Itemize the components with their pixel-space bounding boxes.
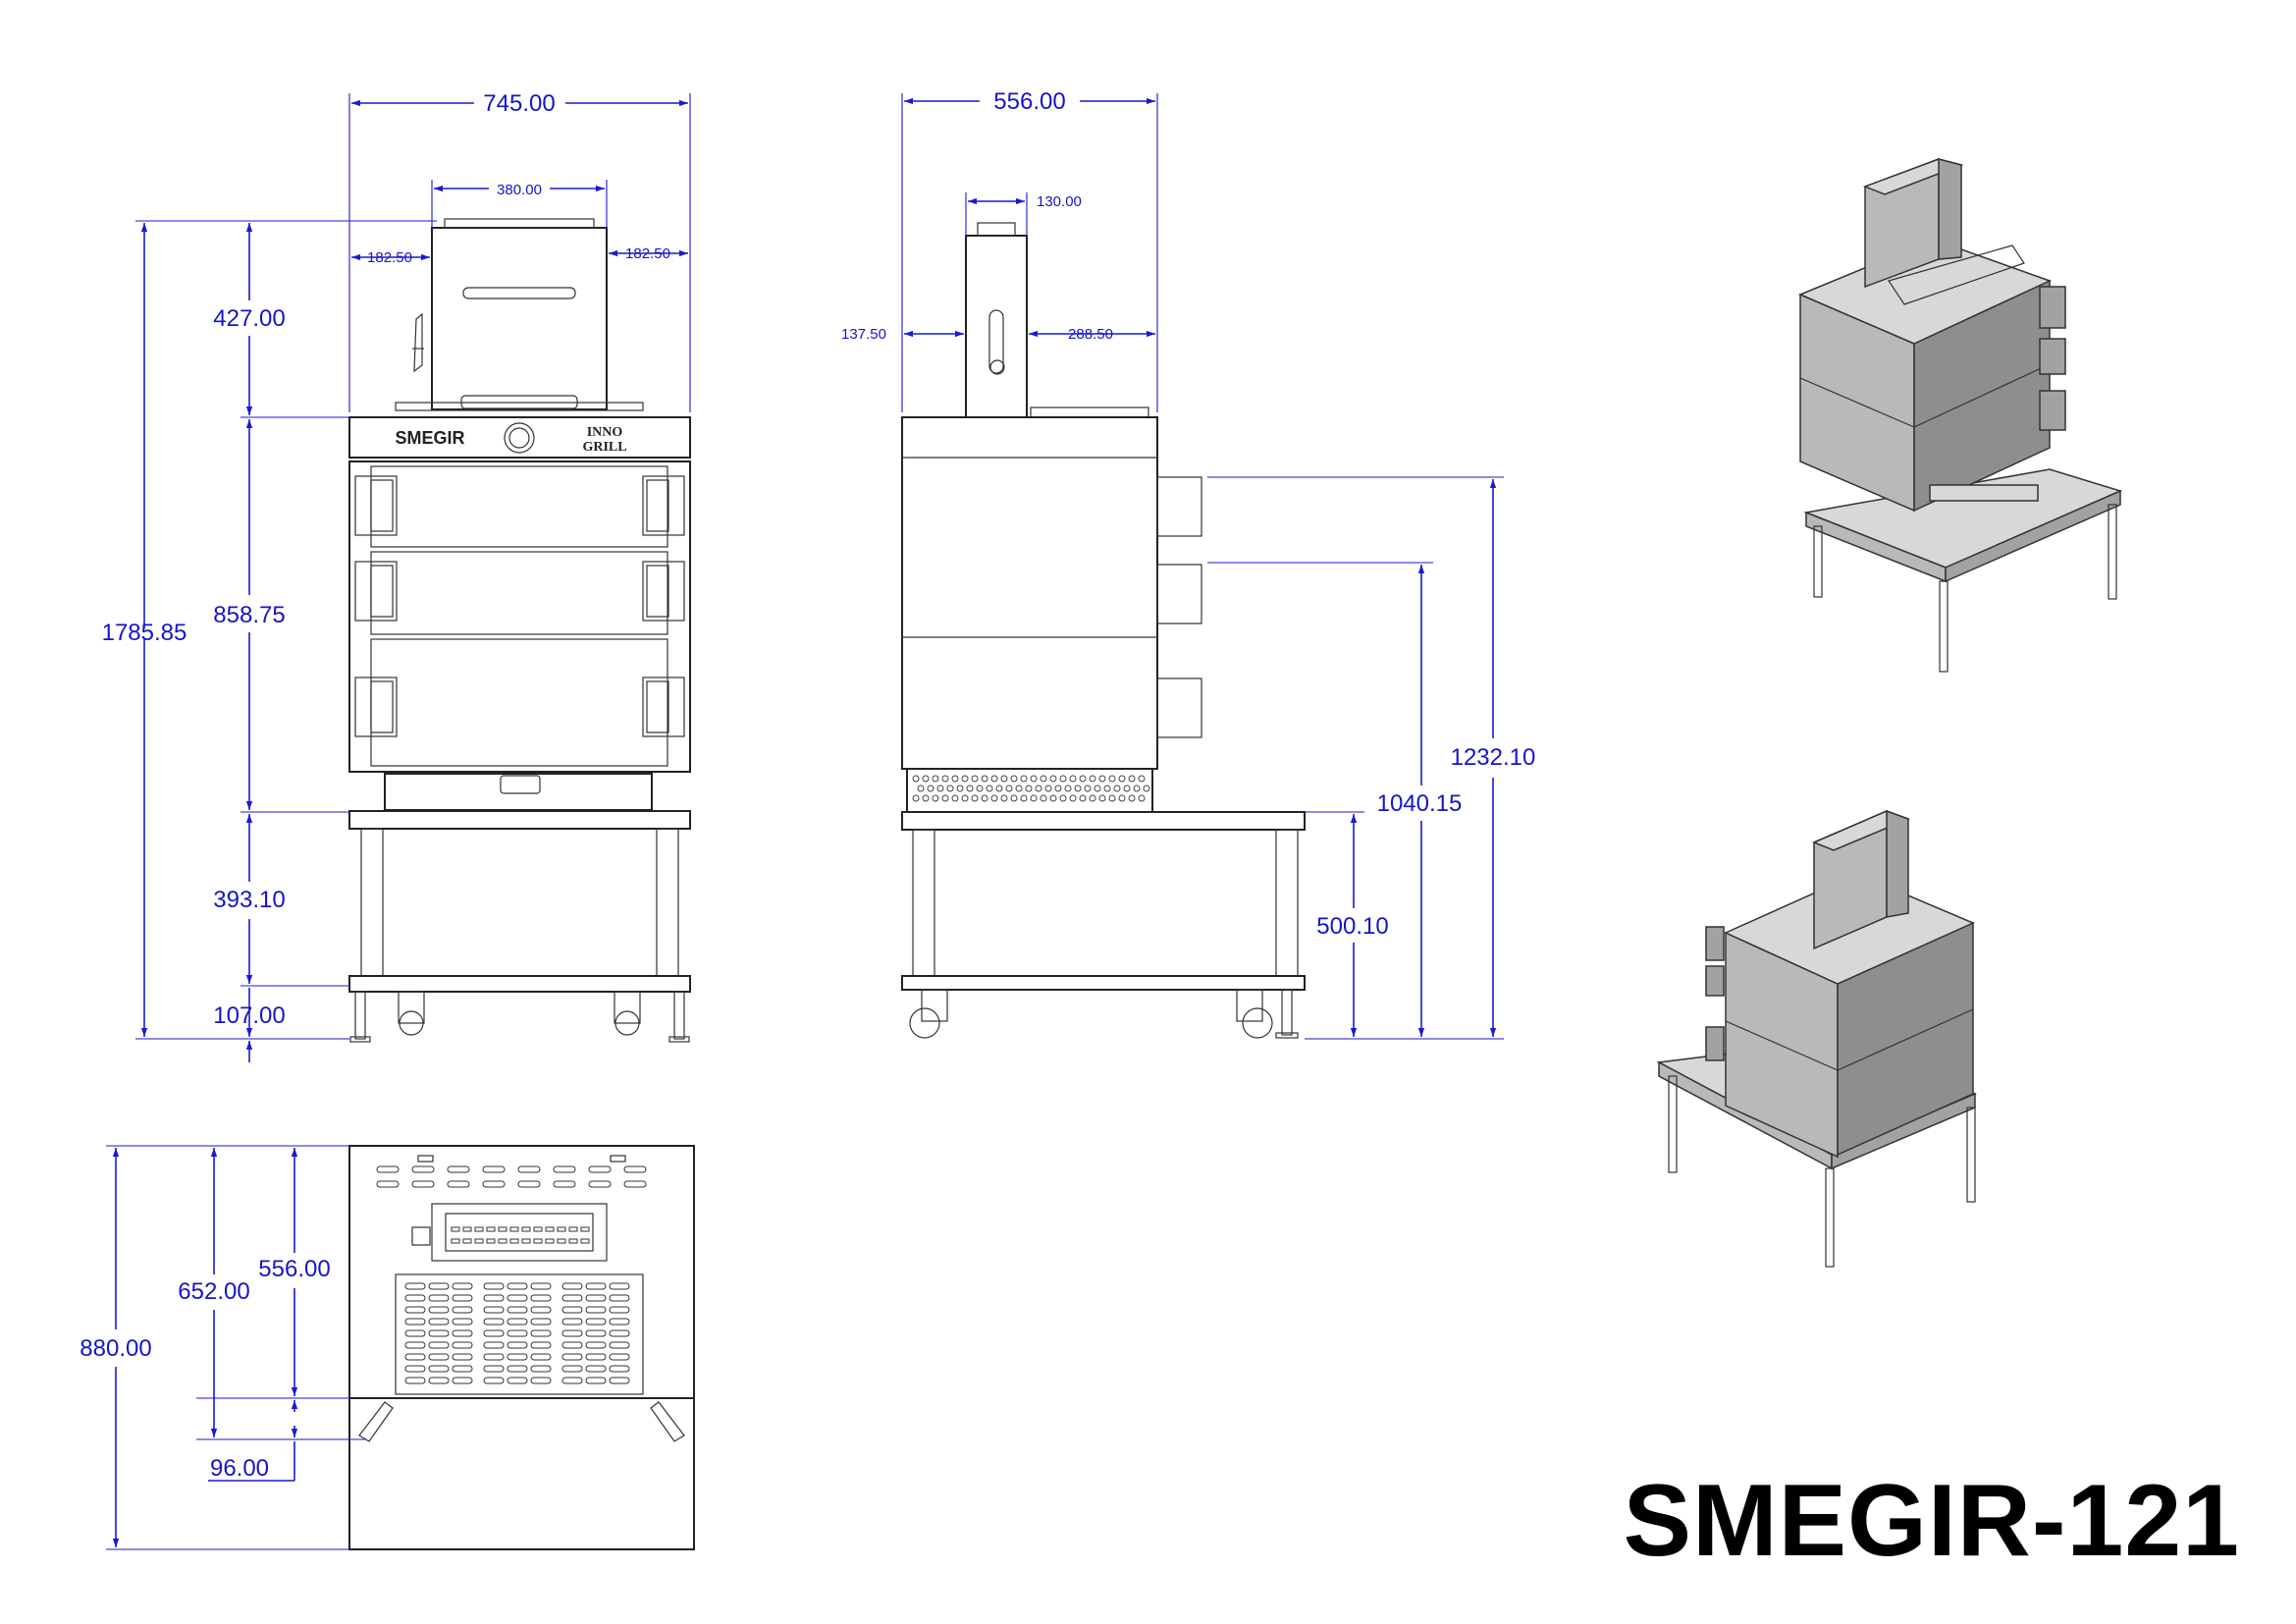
dim-right-offset: 182.50 [625,245,670,262]
dim-lower-handle-height: 1040.15 [1377,790,1463,817]
top-view-slots [376,1165,647,1384]
side-view [901,222,1306,1039]
front-panel-logo-line2: GRILL [582,440,626,455]
front-panel-logo-line1: INNO [587,425,623,440]
top-view-dimensions: 880.00 652.00 556.00 96.00 [80,1145,365,1550]
dim-top-unit-width: 380.00 [497,182,542,198]
dim-top-overall-depth: 880.00 [80,1335,151,1362]
dim-top-unit-height: 427.00 [213,305,285,332]
dim-oven-depth: 556.00 [258,1256,330,1282]
dim-overall-depth: 556.00 [993,88,1065,115]
dim-depth-to-bracket: 652.00 [178,1278,249,1305]
dim-foot-height: 107.00 [213,1002,285,1029]
dim-bracket-offset: 96.00 [210,1455,269,1482]
top-view [348,1145,695,1550]
dim-oven-body-height: 858.75 [213,602,285,628]
isometric-view-rear [1798,157,2123,673]
dim-shelf-height: 500.10 [1316,913,1388,940]
dim-stand-height: 393.10 [213,887,285,913]
dim-front-offset: 137.50 [841,326,886,343]
dim-top-unit-depth: 130.00 [1037,193,1082,210]
front-view: SMEGIR INNO GRILL [348,218,691,1043]
dim-rear-offset: 288.50 [1068,326,1113,343]
isometric-view-front [1656,809,1977,1268]
model-title: SMEGIR-121 [1624,1464,2240,1578]
side-view-vent-holes [912,775,1150,802]
front-view-dimensions: 745.00 380.00 182.50 182.50 1785.85 427.… [102,90,691,1062]
dim-left-offset: 182.50 [367,249,412,266]
side-view-dimensions: 556.00 130.00 137.50 288.50 1232.10 1040… [841,88,1536,1040]
front-panel-logo: SMEGIR [395,428,464,448]
dim-upper-handle-height: 1232.10 [1451,744,1536,771]
dim-overall-height: 1785.85 [102,620,187,646]
dim-overall-width: 745.00 [483,90,555,117]
